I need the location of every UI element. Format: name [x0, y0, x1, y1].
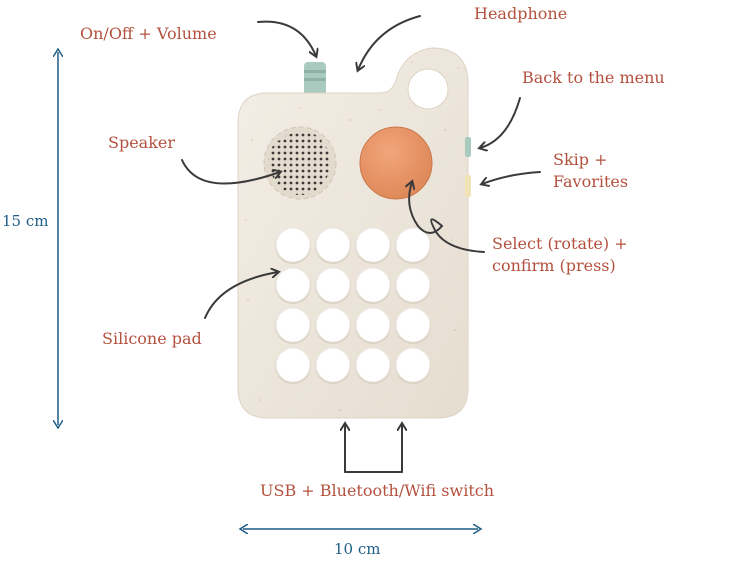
- pad-button-r3-c4: [395, 307, 431, 343]
- pad-button-r2-c2: [315, 267, 351, 303]
- pad-button-r4-c4: [395, 347, 431, 383]
- arrow-back-menu: [480, 97, 521, 148]
- side-button-back: [465, 137, 471, 157]
- pad-button-r3-c3: [355, 307, 391, 343]
- arrow-speaker: [181, 159, 280, 185]
- label-select-line2: confirm (press): [492, 256, 616, 275]
- pad-button-r1-c2: [315, 227, 351, 263]
- pad-button-r1-c3: [355, 227, 391, 263]
- pad-button-r2-c4: [395, 267, 431, 303]
- label-on-off-volume: On/Off + Volume: [80, 24, 217, 43]
- arrow-select: [409, 182, 485, 253]
- pad-button-r3-c2: [315, 307, 351, 343]
- pad-button-r2-c1: [275, 267, 311, 303]
- label-usb-switch: USB + Bluetooth/Wifi switch: [260, 481, 495, 500]
- pad-button-r4-c3: [355, 347, 391, 383]
- pad-button-r4-c1: [275, 347, 311, 383]
- side-button-skip: [465, 175, 471, 197]
- pad-button-r3-c1: [275, 307, 311, 343]
- pad-button-r4-c2: [315, 347, 351, 383]
- label-skip-line1: Skip +: [553, 150, 608, 169]
- pad-button-r1-c1: [275, 227, 311, 263]
- label-select-line1: Select (rotate) +: [492, 234, 628, 253]
- silicone-pad: [275, 227, 431, 384]
- arrow-volume: [257, 20, 316, 56]
- hanging-hole: [407, 68, 449, 110]
- label-headphone: Headphone: [474, 4, 568, 23]
- width-dimension-label: 10 cm: [334, 540, 381, 558]
- height-dimension-label: 15 cm: [2, 212, 49, 230]
- speaker-grille: [263, 126, 337, 200]
- pad-button-r1-c4: [395, 227, 431, 263]
- pad-button-r2-c3: [355, 267, 391, 303]
- arrow-silicone-pad: [204, 272, 278, 319]
- label-back-to-menu: Back to the menu: [522, 68, 665, 87]
- label-silicone-pad: Silicone pad: [102, 329, 202, 348]
- arrow-skip: [482, 171, 541, 184]
- label-skip-line2: Favorites: [553, 172, 629, 191]
- arrow-headphone: [358, 15, 421, 70]
- label-speaker: Speaker: [108, 133, 176, 152]
